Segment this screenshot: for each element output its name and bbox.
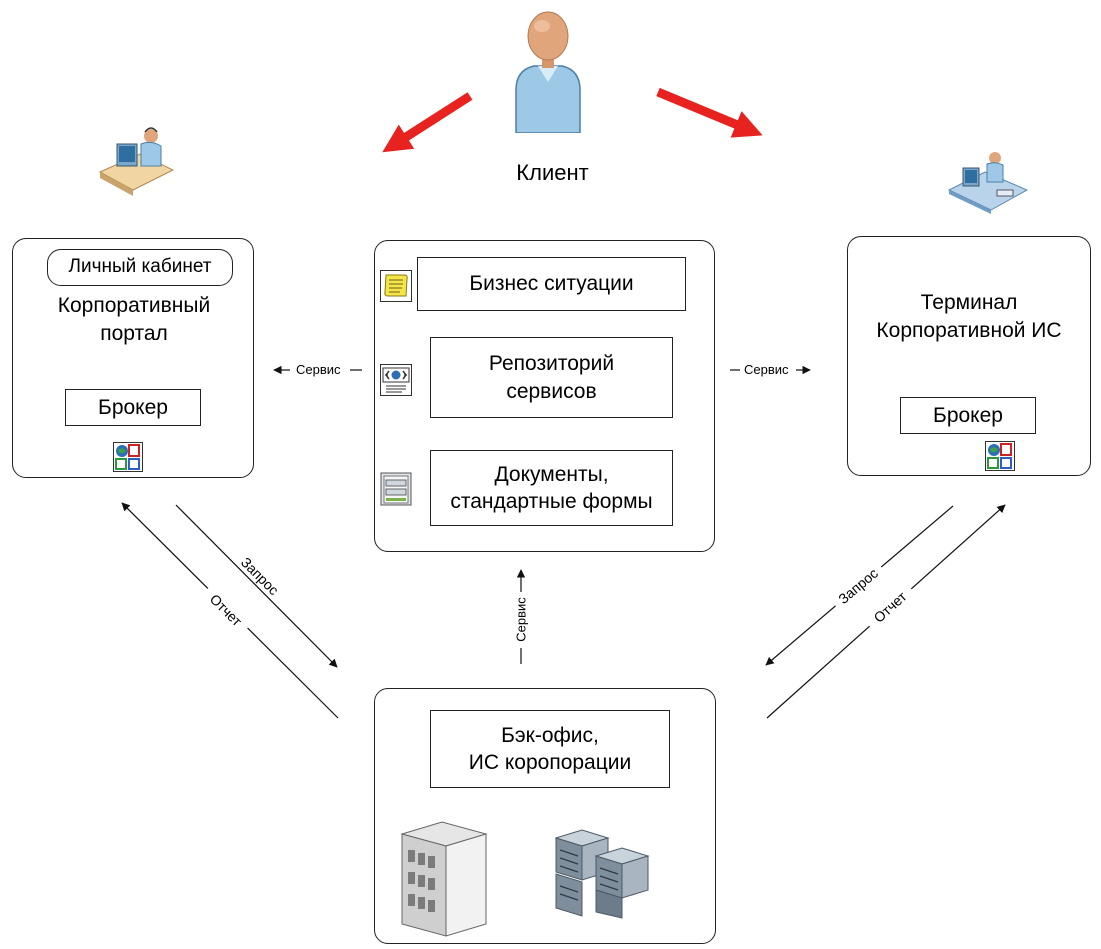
client-label: Клиент <box>516 160 589 185</box>
backoffice-title-box[interactable]: Бэк-офис, ИС коропорации <box>430 710 670 788</box>
business-situations-box[interactable]: Бизнес ситуации <box>417 257 686 311</box>
red-arrow-left <box>382 92 473 153</box>
terminal-operator-icon <box>947 152 1029 214</box>
red-arrow-right <box>656 87 763 138</box>
left-request-line <box>175 504 338 668</box>
broker-app-icon <box>985 441 1015 471</box>
corporate-portal-title: Корпоративный портал <box>57 294 211 346</box>
bottom-service-label: Сервис <box>513 592 529 647</box>
documents-forms-box[interactable]: Документы, стандартные формы <box>430 450 673 526</box>
workstation-operator-icon <box>98 127 175 196</box>
web-service-icon <box>380 364 412 396</box>
left-broker-box[interactable]: Брокер <box>65 389 201 426</box>
client-person-icon <box>515 11 581 133</box>
corporate-terminal-box <box>847 236 1091 476</box>
right-service-label: Сервис <box>742 362 791 377</box>
office-building-icon <box>400 821 488 937</box>
service-repository-box[interactable]: Репозиторий сервисов <box>430 337 673 418</box>
broker-app-icon <box>113 442 143 472</box>
terminal-title: Терминал Корпоративной ИС <box>876 291 1062 343</box>
left-service-label: Сервис <box>294 362 343 377</box>
server-rack-icon <box>554 829 650 919</box>
form-document-icon <box>380 472 412 506</box>
scroll-icon <box>380 270 412 302</box>
right-broker-box[interactable]: Брокер <box>900 397 1036 434</box>
personal-account-badge[interactable]: Личный кабинет <box>47 249 233 286</box>
